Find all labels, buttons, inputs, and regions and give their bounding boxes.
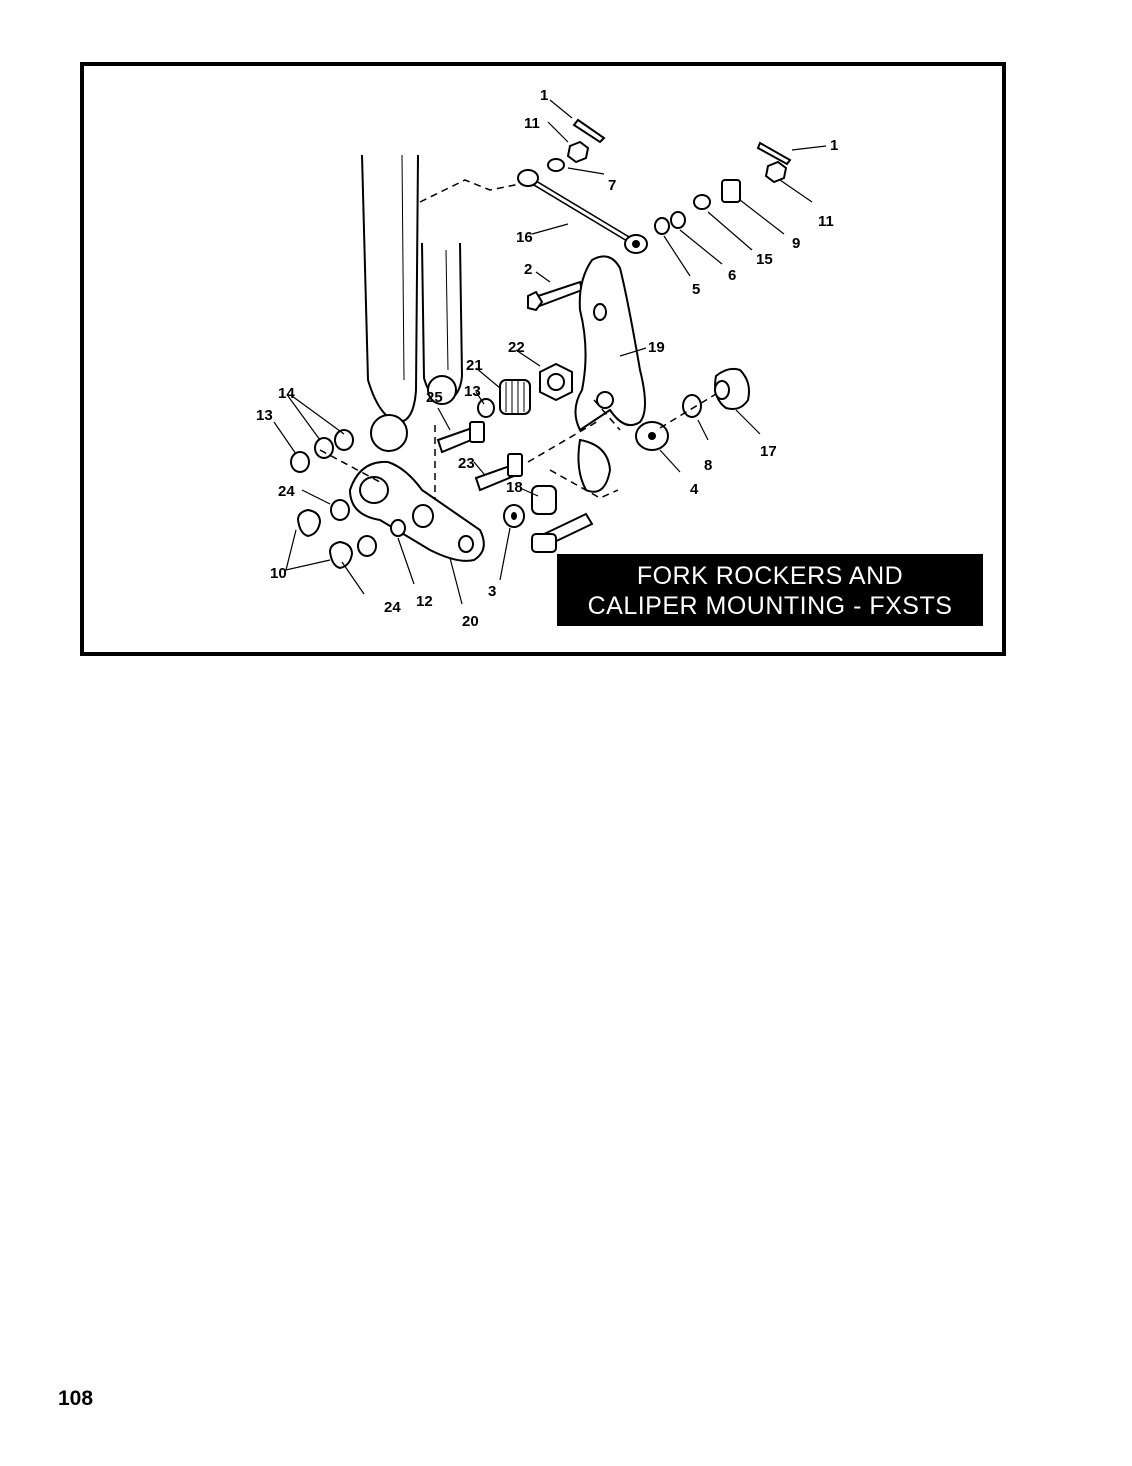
- callout-18: 18: [506, 479, 523, 496]
- leader-lines: [273, 99, 827, 605]
- callout-12: 12: [416, 593, 433, 610]
- cotter-pins: [572, 118, 792, 166]
- callout-2: 2: [524, 261, 532, 278]
- callout-4: 4: [690, 481, 699, 498]
- callout-7: 7: [608, 177, 616, 194]
- acorn-nuts-10: [296, 508, 354, 570]
- spacer-18: [531, 485, 557, 515]
- frame-border: [80, 62, 1006, 656]
- callout-22: 22: [508, 339, 525, 356]
- rocker-19: [574, 255, 646, 432]
- callout-17: 17: [760, 443, 777, 460]
- callout-25: 25: [426, 389, 443, 406]
- link-rod: [517, 169, 648, 254]
- callout-19: 19: [648, 339, 665, 356]
- alignment-lines: [319, 393, 717, 500]
- callout-21: 21: [466, 357, 483, 374]
- caption-line-1: FORK ROCKERS AND: [636, 562, 904, 590]
- callout-11: 11: [818, 213, 834, 230]
- rocker-19-hole: [593, 303, 607, 321]
- spacer-21: [477, 379, 531, 418]
- callout-24: 24: [278, 483, 295, 500]
- bolt-23: [474, 453, 523, 492]
- fork-tubes: [361, 154, 464, 452]
- exploded-view-diagram: 1 11 7 1 11 16 9 15 6 5 2 19 22 21 13 25…: [80, 62, 1006, 656]
- callout-labels: 1 11 7 1 11 16 9 15 6 5 2 19 22 21 13 25…: [256, 87, 838, 630]
- callout-20: 20: [462, 613, 479, 630]
- callout-9: 9: [792, 235, 800, 252]
- figure-caption: FORK ROCKERS AND CALIPER MOUNTING - FXST…: [557, 554, 983, 626]
- callout-5: 5: [692, 281, 700, 298]
- small-hardware: [547, 140, 788, 235]
- bolt-2: [527, 280, 584, 312]
- callout-8: 8: [704, 457, 712, 474]
- caption-line-2: CALIPER MOUNTING - FXSTS: [587, 592, 953, 620]
- callout-16: 16: [516, 229, 533, 246]
- callout-1: 1: [540, 87, 548, 104]
- callout-14: 14: [278, 385, 295, 402]
- callout-24: 24: [384, 599, 401, 616]
- clip-8: [682, 394, 702, 418]
- callout-1: 1: [830, 137, 838, 154]
- page-number: 108: [58, 1387, 94, 1410]
- bushing-12: [390, 519, 406, 537]
- bolt-25: [436, 421, 485, 454]
- callout-15: 15: [756, 251, 773, 268]
- callout-6: 6: [728, 267, 736, 284]
- brake-line: [419, 179, 531, 203]
- bracket-hole-1: [359, 476, 389, 504]
- diagram-frame: 1 11 7 1 11 16 9 15 6 5 2 19 22 21 13 25…: [80, 50, 1006, 656]
- callout-3: 3: [488, 583, 496, 600]
- washer-cluster-left: [290, 429, 377, 557]
- callout-13: 13: [464, 383, 481, 400]
- callout-13: 13: [256, 407, 273, 424]
- callout-23: 23: [458, 455, 475, 472]
- callout-11: 11: [524, 115, 540, 132]
- callout-10: 10: [270, 565, 287, 582]
